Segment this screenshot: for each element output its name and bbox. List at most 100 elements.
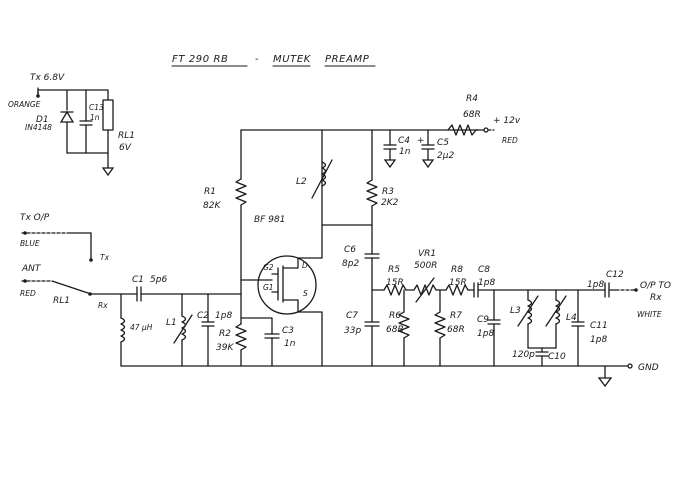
ground-symbol <box>597 377 613 388</box>
capacitor-c10-val: 120p <box>512 350 535 360</box>
output-label-line2: Rx <box>650 293 662 303</box>
c3-feed <box>240 317 273 335</box>
capacitor-c5-plus: + <box>417 136 425 146</box>
capacitor-c3 <box>264 333 280 367</box>
resistor-r4-val: 68R <box>463 110 481 120</box>
resistor-r2-ref: R2 <box>219 329 231 339</box>
capacitor-c10 <box>535 347 549 367</box>
capacitor-c3-val: 1n <box>284 339 296 349</box>
output-wire-color: WHITE <box>637 310 662 319</box>
title-dash: - <box>255 54 259 65</box>
ground-label: GND <box>638 363 659 373</box>
capacitor-c7-ref: C7 <box>346 311 358 321</box>
resistor-r1 <box>235 178 247 206</box>
resistor-r3-val: 2K2 <box>381 198 399 208</box>
inductor-l2-ref: L2 <box>296 177 307 187</box>
relay-rl1-coil <box>102 99 114 131</box>
tx-op-label: Tx O/P <box>20 213 50 223</box>
tx-supply-wire-color: ORANGE <box>8 100 41 109</box>
capacitor-c1-val: 5p6 <box>150 275 167 285</box>
capacitor-c13 <box>79 89 93 154</box>
antenna-wire <box>21 279 92 296</box>
capacitor-c5-val: 2µ2 <box>437 151 454 161</box>
capacitor-c2-val: 1p8 <box>215 311 232 321</box>
capacitor-c4-val: 1n <box>399 147 411 157</box>
resistor-r5-val: 15R <box>386 278 404 288</box>
relay-rl1-ref: RL1 <box>118 131 135 141</box>
antenna-label: ANT <box>21 264 42 274</box>
resistor-r7-val: 68R <box>447 325 465 335</box>
mosfet-bf981-body <box>257 255 317 315</box>
title-model: FT 290 RB <box>172 54 229 65</box>
capacitor-c3-ref: C3 <box>282 326 294 336</box>
pot-vr1-adjust-arrow <box>415 277 435 303</box>
resistor-r4 <box>447 124 477 136</box>
capacitor-c2-ref: C2 <box>197 311 209 321</box>
inductor-47uh-val: 47 µH <box>130 323 153 332</box>
pot-vr1-ref: VR1 <box>418 249 436 259</box>
tx-supply-label: Tx 6.8V <box>30 73 65 83</box>
output-label-line1: O/P TO <box>640 281 671 291</box>
resistor-r2 <box>235 323 247 351</box>
capacitor-c8-val: 1p8 <box>478 278 495 288</box>
supply-wire-color: RED <box>502 136 518 145</box>
antenna-wire-color: RED <box>20 289 36 298</box>
ground-terminal <box>627 363 633 369</box>
inductor-l1 <box>181 315 187 341</box>
resistor-r5 <box>383 284 407 296</box>
capacitor-c10-ref: C10 <box>548 352 566 362</box>
capacitor-c12-ref: C12 <box>606 270 624 280</box>
resistor-r2-val: 39K <box>216 343 234 353</box>
diode-d1-part: IN4148 <box>25 123 52 132</box>
resistor-r1-ref: R1 <box>204 187 216 197</box>
inductor-l2-adjust-arrow <box>311 159 333 199</box>
mosfet-d-label: D <box>302 261 308 270</box>
title-brand: MUTEK <box>273 54 312 65</box>
capacitor-c9-ref: C9 <box>477 315 489 325</box>
relay-rl1-val: 6V <box>119 143 132 153</box>
capacitor-c1-ref: C1 <box>132 275 144 285</box>
tx-contact-label: Tx <box>100 253 110 262</box>
capacitor-c12-val: 1p8 <box>587 280 604 290</box>
inductor-l4-adjust-arrow <box>545 295 567 327</box>
inductor-l2 <box>321 161 327 187</box>
diode-d1-ref: D1 <box>36 115 49 125</box>
capacitor-c11 <box>571 289 585 367</box>
mosfet-g2-label: G2 <box>263 263 274 272</box>
capacitor-c4-ref: C4 <box>398 136 410 146</box>
resistor-r1-val: 82K <box>203 201 221 211</box>
capacitor-c9 <box>487 289 501 367</box>
resistor-r6-ref: R6 <box>389 311 401 321</box>
pot-vr1 <box>413 284 437 296</box>
output-terminal <box>634 288 638 292</box>
supply-terminal <box>483 127 489 133</box>
capacitor-c8-ref: C8 <box>478 265 490 275</box>
inductor-l3-ref: L3 <box>510 306 521 316</box>
capacitor-c13-val: 1n <box>90 113 100 122</box>
capacitor-c6-val: 8p2 <box>342 259 359 269</box>
resistor-r8 <box>445 284 469 296</box>
relay-ground-symbol <box>101 167 115 177</box>
capacitor-c4 <box>383 129 397 169</box>
capacitor-c5-ref: C5 <box>437 138 449 148</box>
title-kind: PREAMP <box>325 54 370 65</box>
inductor-l1-ref: L1 <box>166 318 177 328</box>
resistor-r3 <box>366 179 378 207</box>
resistor-r6 <box>398 311 410 339</box>
resistor-r4-ref: R4 <box>466 94 478 104</box>
capacitor-c6-ref: C6 <box>344 245 356 255</box>
inductor-l4-ref: L4 <box>566 313 577 323</box>
rx-contact-label: Rx <box>98 301 108 310</box>
tx-op-wire <box>21 231 93 262</box>
antenna-relay-ref: RL1 <box>53 296 70 306</box>
resistor-r3-ref: R3 <box>382 187 394 197</box>
mosfet-s-label: S <box>303 289 308 298</box>
capacitor-c9-val: 1p8 <box>477 329 494 339</box>
capacitor-c13-ref: C13 <box>89 103 104 112</box>
resistor-r7 <box>434 311 446 339</box>
capacitor-c7 <box>364 321 380 367</box>
capacitor-c7-val: 33p <box>344 326 361 336</box>
resistor-r6-val: 68R <box>386 325 404 335</box>
